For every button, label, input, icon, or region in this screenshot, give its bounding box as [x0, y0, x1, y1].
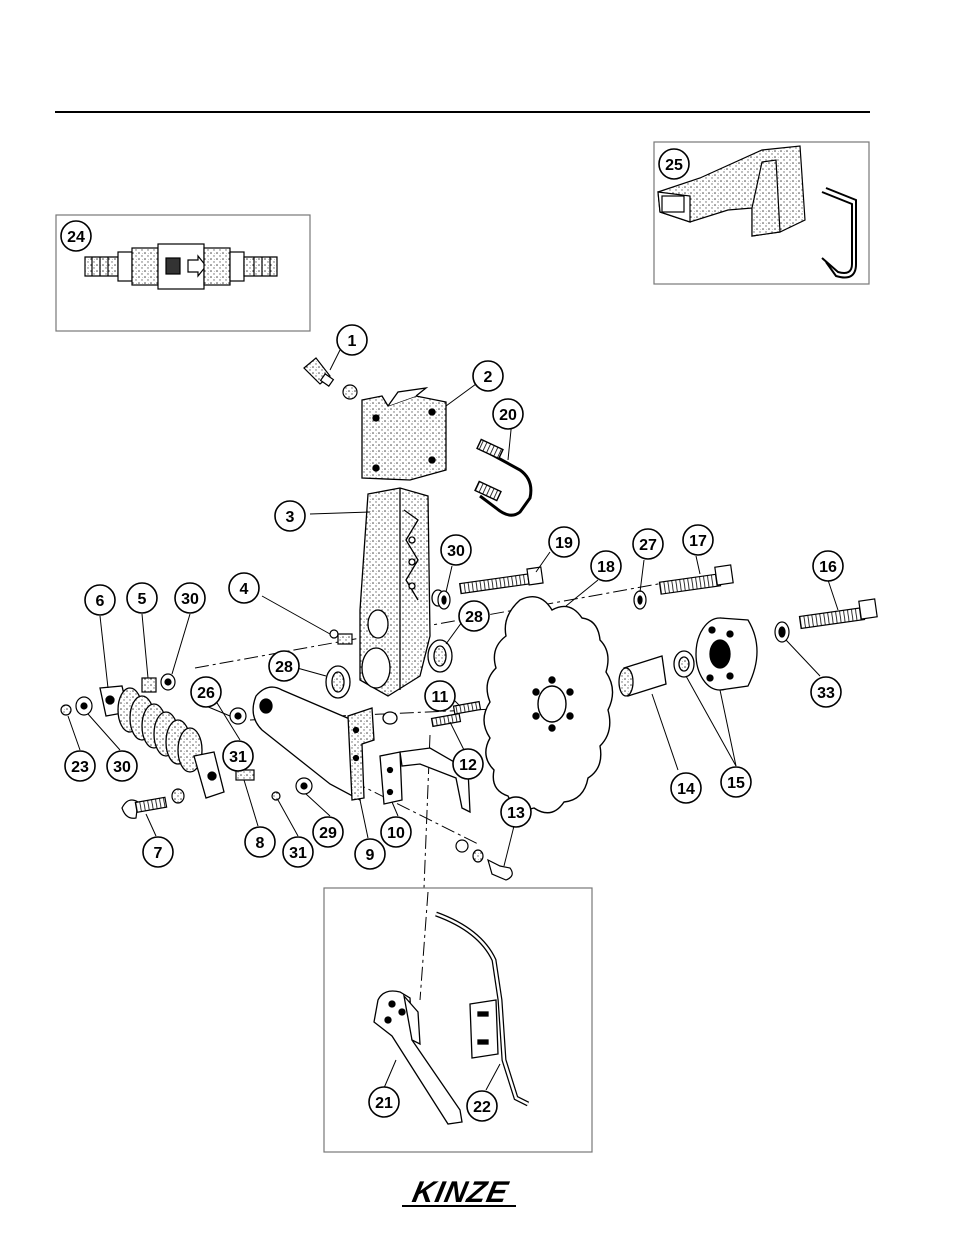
callout-c7: 7 [143, 837, 173, 867]
callout-label: 10 [387, 825, 405, 842]
callout-c3: 3 [275, 501, 305, 531]
callout-c15: 15 [721, 767, 751, 797]
u-bolt-part [475, 439, 531, 515]
callout-c8: 8 [245, 827, 275, 857]
kinze-logo-text: KINZE [410, 1176, 512, 1209]
callout-c30a: 30 [441, 535, 471, 565]
callout-label: 25 [665, 157, 683, 174]
callout-c9: 9 [355, 839, 385, 869]
callout-c24: 24 [61, 221, 91, 251]
callout-c5: 5 [127, 583, 157, 613]
callout-label: 27 [639, 537, 657, 554]
callout-label: 13 [507, 805, 525, 822]
callout-c11: 11 [425, 681, 455, 711]
callout-c2: 2 [473, 361, 503, 391]
callout-c30c: 30 [107, 751, 137, 781]
arm-part [253, 687, 397, 800]
callout-c13: 13 [501, 797, 531, 827]
callout-label: 4 [240, 581, 249, 598]
washer-part [438, 591, 450, 609]
callout-label: 24 [67, 229, 85, 246]
inset-box-check-valve [56, 215, 310, 331]
callout-c17: 17 [683, 525, 713, 555]
callout-label: 21 [375, 1095, 393, 1112]
callout-c19: 19 [549, 527, 579, 557]
callout-c21: 21 [369, 1087, 399, 1117]
bearing-spacer-part [619, 651, 694, 696]
grease-fitting-part [304, 358, 357, 399]
callout-label: 31 [289, 845, 307, 862]
callout-label: 6 [96, 593, 105, 610]
callout-label: 30 [447, 543, 465, 560]
callout-c29: 29 [313, 817, 343, 847]
callout-label: 5 [138, 591, 147, 608]
callout-label: 15 [727, 775, 745, 792]
callout-label: 28 [465, 609, 483, 626]
hub-part [696, 618, 757, 690]
callout-c28b: 28 [459, 601, 489, 631]
callout-c31a: 31 [223, 741, 253, 771]
inset-box-scraper [324, 888, 592, 1152]
callout-label: 18 [597, 559, 615, 576]
callout-c30b: 30 [175, 583, 205, 613]
callout-c28a: 28 [269, 651, 299, 681]
callout-c22: 22 [467, 1091, 497, 1121]
callout-c16: 16 [813, 551, 843, 581]
callout-label: 33 [817, 685, 835, 702]
callout-c10: 10 [381, 817, 411, 847]
callout-label: 19 [555, 535, 573, 552]
callout-c4: 4 [229, 573, 259, 603]
callout-c26: 26 [191, 677, 221, 707]
notched-disc-blade-part [484, 597, 613, 813]
spring-bolt-part [122, 789, 184, 818]
callout-label: 20 [499, 407, 517, 424]
callout-label: 11 [432, 689, 449, 706]
callout-label: 3 [286, 509, 295, 526]
callout-label: 28 [275, 659, 293, 676]
callout-c18: 18 [591, 551, 621, 581]
callout-label: 8 [256, 835, 265, 852]
callout-c31b: 31 [283, 837, 313, 867]
callout-c33: 33 [811, 677, 841, 707]
callout-label: 1 [348, 333, 357, 350]
callout-c20: 20 [493, 399, 523, 429]
callout-c25: 25 [659, 149, 689, 179]
mount-clamp-part [362, 388, 446, 480]
callout-label: 31 [229, 749, 247, 766]
washer-and-bolt-part [634, 565, 733, 609]
callout-label: 29 [319, 825, 337, 842]
callout-c6: 6 [85, 585, 115, 615]
callout-label: 26 [197, 685, 215, 702]
callout-label: 7 [154, 845, 163, 862]
callout-label: 14 [677, 781, 695, 798]
callout-label: 16 [819, 559, 837, 576]
grease-fitting-small-part [330, 630, 352, 644]
callout-label: 17 [689, 533, 707, 550]
callout-label: 30 [181, 591, 199, 608]
callout-label: 30 [113, 759, 131, 776]
callout-c27: 27 [633, 529, 663, 559]
callout-c23: 23 [65, 751, 95, 781]
callout-c12: 12 [453, 749, 483, 779]
washer-and-bolt-right-part [775, 599, 877, 642]
callout-c1: 1 [337, 325, 367, 355]
long-bolt-part [460, 567, 543, 593]
callout-c14: 14 [671, 773, 701, 803]
callout-label: 9 [366, 847, 375, 864]
kinze-logo: KINZE [402, 1176, 516, 1209]
callout-label: 23 [71, 759, 89, 776]
callout-label: 2 [484, 369, 493, 386]
carriage-bolt-part [456, 840, 512, 880]
callout-label: 12 [459, 757, 477, 774]
callout-label: 22 [473, 1099, 491, 1116]
